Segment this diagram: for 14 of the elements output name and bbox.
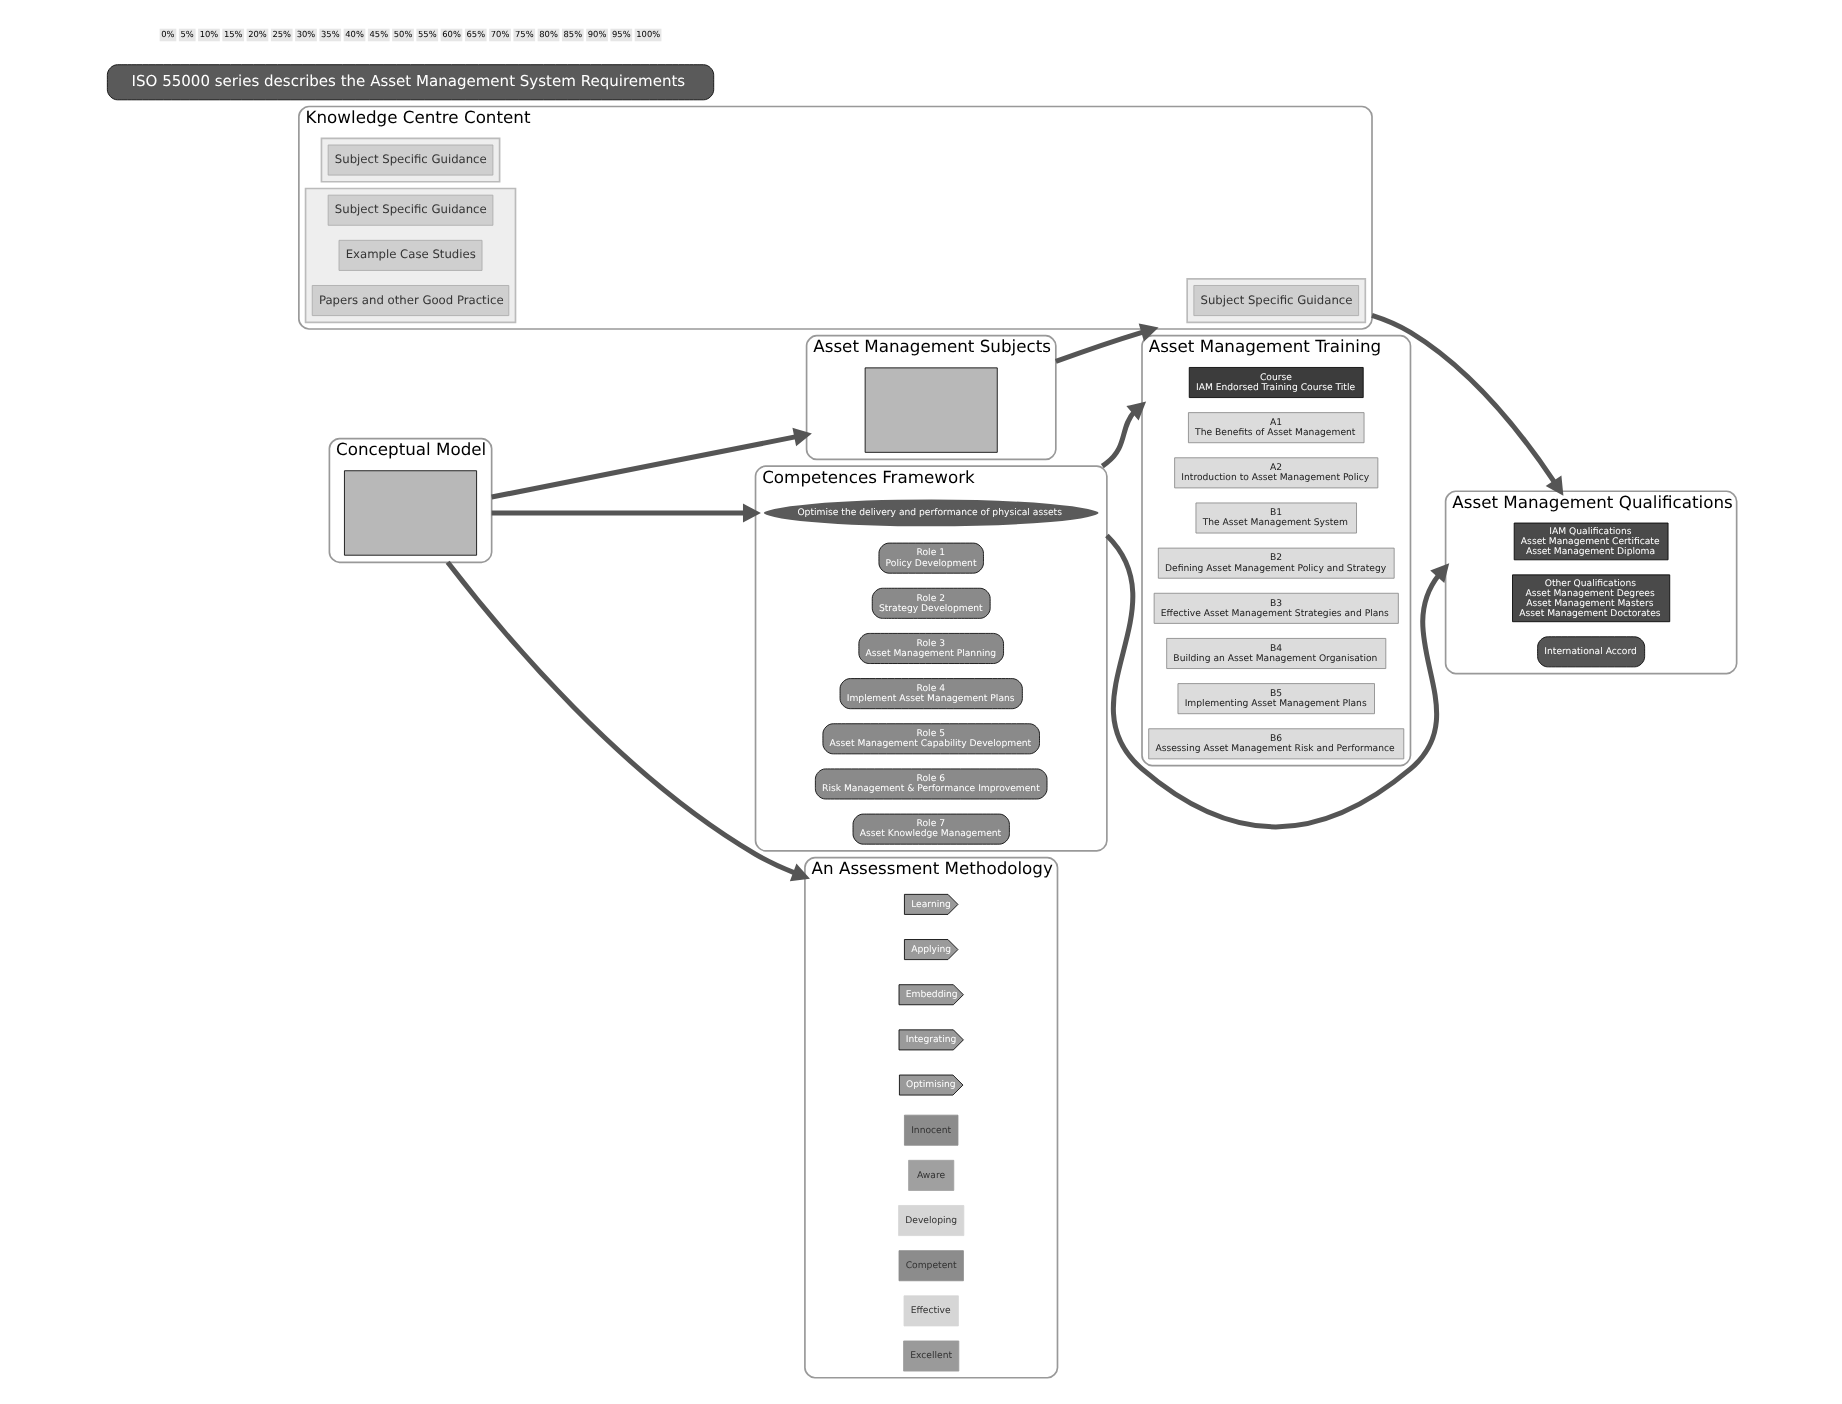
arrow xyxy=(1370,312,1563,496)
arrow xyxy=(1099,401,1146,469)
node-box xyxy=(343,470,477,556)
arrow xyxy=(1053,323,1158,364)
cluster: Conceptual Model xyxy=(327,437,492,564)
arrow xyxy=(444,560,809,882)
cluster xyxy=(303,187,516,324)
arrow xyxy=(490,503,760,523)
arrow xyxy=(1103,534,1449,830)
cluster xyxy=(319,137,500,183)
node-box xyxy=(863,367,997,453)
arrow xyxy=(490,427,811,500)
cluster xyxy=(1185,277,1366,324)
cluster: Asset Management Subjects xyxy=(804,334,1056,461)
